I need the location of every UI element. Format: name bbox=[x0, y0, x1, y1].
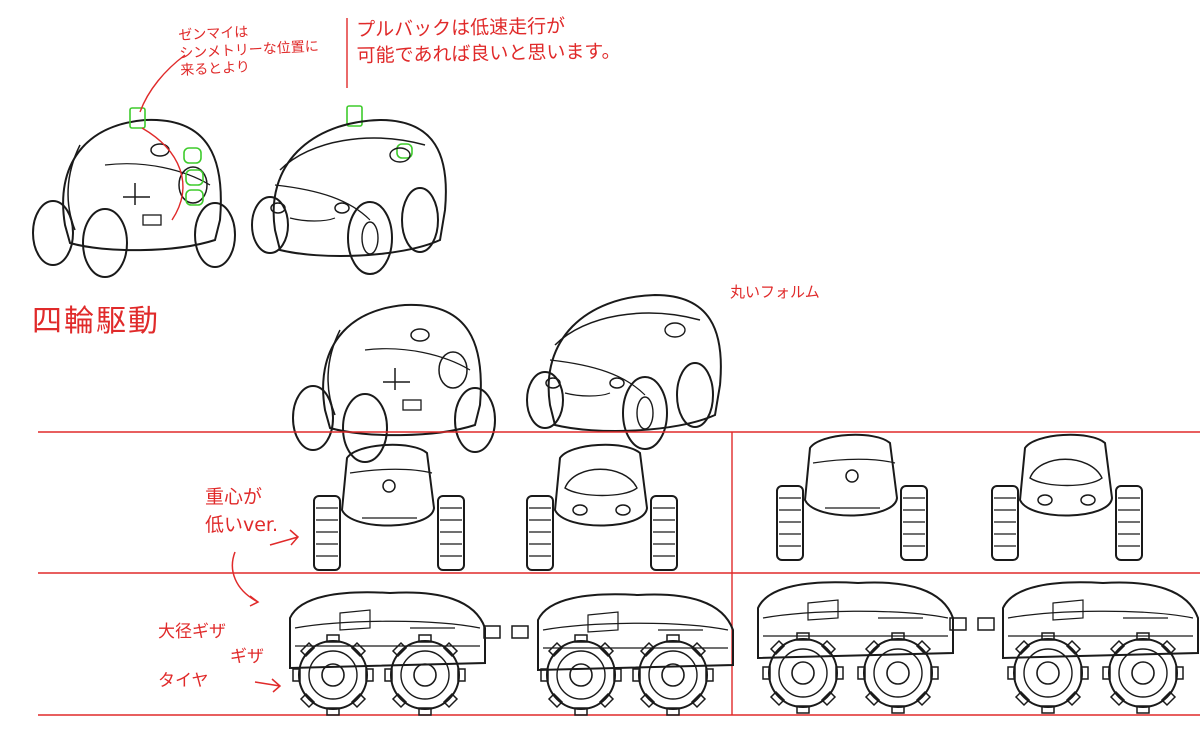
low-cg-line-1: 重心が bbox=[205, 486, 263, 508]
low-cg-line-2: 低いver. bbox=[205, 513, 279, 536]
tracked-rear-sketch-right bbox=[776, 433, 928, 561]
big-tire-line-3: タイヤ bbox=[158, 671, 209, 692]
front-view-4wd-sketch bbox=[526, 294, 722, 450]
big-tire-line-2: ギザ bbox=[230, 646, 264, 667]
annotation-arrows bbox=[231, 529, 300, 693]
tracked-rear-sketch-left bbox=[313, 443, 465, 571]
low-center-of-gravity-note: 重心が 低いver. bbox=[205, 484, 278, 539]
gear-tire-sketch-left-b bbox=[537, 593, 734, 716]
zenmai-pointer-line bbox=[139, 54, 186, 113]
rear-view-sketch bbox=[32, 118, 236, 279]
link-connector-right bbox=[949, 617, 995, 631]
symmetry-guide-line bbox=[141, 127, 184, 221]
pullback-speed-note: プルバックは低速走行が 可能であれば良いと思います。 bbox=[356, 15, 621, 67]
tracked-front-sketch-left bbox=[526, 443, 678, 571]
zenmai-symmetry-note: ゼンマイは シンメトリーな位置に 来るとより bbox=[178, 24, 320, 79]
green-marker-tops bbox=[129, 105, 413, 206]
link-connector-left bbox=[483, 625, 529, 639]
big-gear-tire-note: 大径ギザ ギザ タイヤ bbox=[158, 620, 264, 694]
front-view-sketch bbox=[251, 119, 447, 275]
four-wheel-drive-label: 四輪駆動 bbox=[32, 304, 160, 339]
gear-tire-sketch-right-b bbox=[1002, 581, 1199, 714]
big-tire-line-1: 大径ギザ bbox=[158, 622, 226, 642]
panel-grid-lines bbox=[38, 431, 1200, 716]
gear-tire-sketch-left-a bbox=[289, 591, 486, 716]
round-form-label: 丸いフォルム bbox=[730, 283, 820, 301]
rear-view-4wd-sketch bbox=[292, 303, 496, 463]
gear-tire-sketch-right-a bbox=[757, 581, 954, 714]
tracked-front-sketch-right bbox=[991, 433, 1143, 561]
